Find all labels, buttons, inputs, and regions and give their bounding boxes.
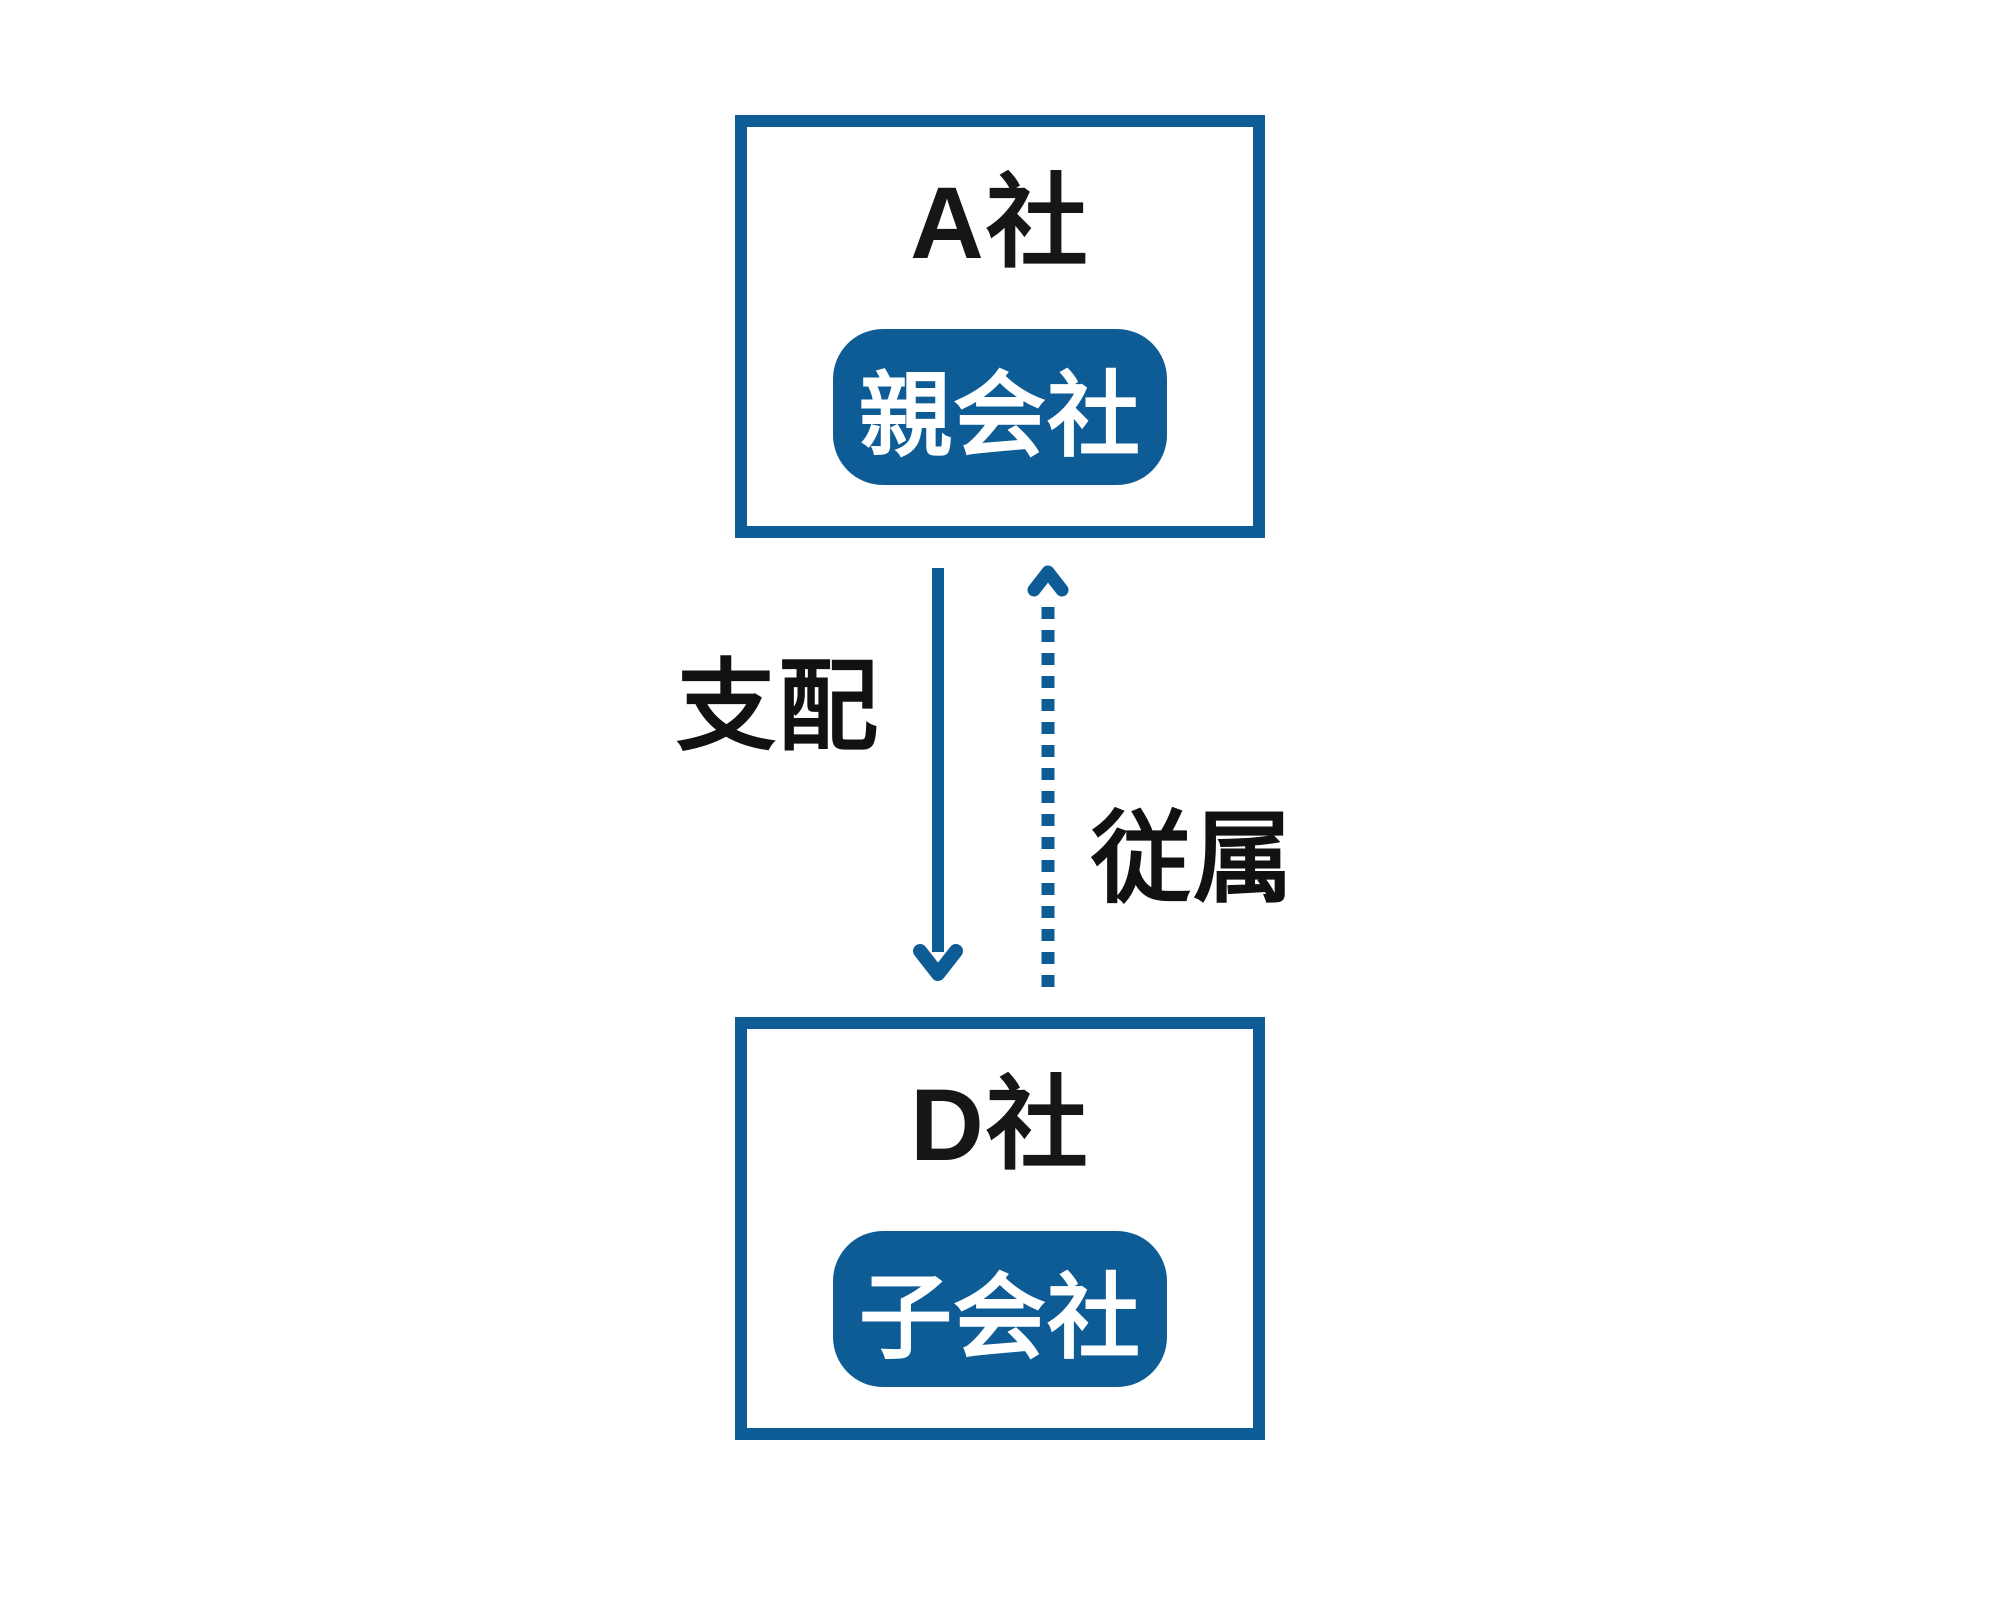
parent-role-badge: 親会社 — [833, 329, 1167, 485]
control-arrow-down — [913, 568, 963, 981]
subordination-arrow-label: 従属 — [1091, 803, 1295, 915]
child-company-box: D社 子会社 — [735, 1017, 1265, 1440]
relationship-arrows — [913, 565, 1069, 987]
parent-company-box: A社 親会社 — [735, 115, 1265, 538]
child-role-badge: 子会社 — [833, 1231, 1167, 1387]
control-arrow-label: 支配 — [676, 651, 880, 763]
subordination-arrow-up — [1027, 565, 1069, 987]
child-company-name: D社 — [910, 1068, 1090, 1182]
parent-company-name: A社 — [910, 166, 1090, 280]
